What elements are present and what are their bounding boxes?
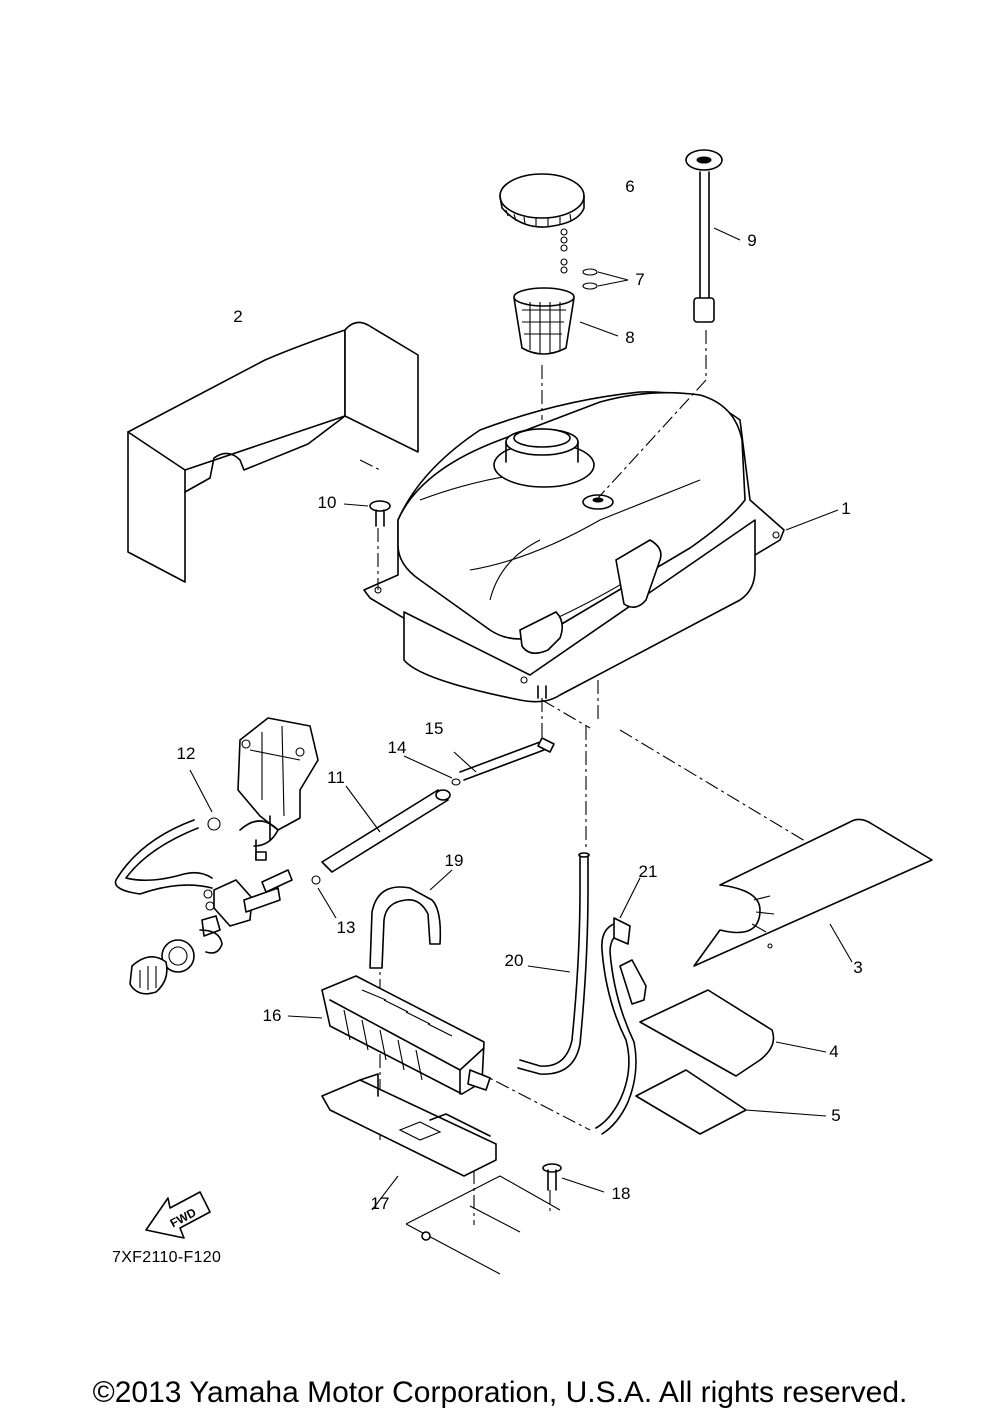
callout-21: 21 — [638, 862, 658, 881]
callout-2: 2 — [233, 307, 243, 326]
callout-17: 17 — [370, 1194, 390, 1213]
callout-5: 5 — [831, 1106, 841, 1125]
part-bolt-10 — [343, 500, 391, 527]
part-fuel-sender — [685, 149, 741, 323]
callout-9: 9 — [747, 231, 757, 250]
callout-3: 3 — [853, 958, 863, 977]
part-hoses — [517, 852, 647, 1135]
part-mat-large — [693, 818, 933, 967]
callout-6: 6 — [625, 177, 635, 196]
callout-15: 15 — [424, 719, 444, 738]
part-heat-shield — [127, 321, 419, 583]
fuel-tank-exploded-diagram: FWD — [114, 149, 933, 1275]
callout-7: 7 — [635, 270, 645, 289]
callout-14: 14 — [387, 738, 407, 757]
illustration-code: 7XF2110-F120 — [112, 1249, 222, 1266]
callout-8: 8 — [625, 328, 635, 347]
callout-18: 18 — [611, 1184, 631, 1203]
fwd-arrow-icon: FWD — [145, 1191, 211, 1239]
part-fuel-cap — [499, 173, 585, 274]
callout-16: 16 — [262, 1006, 282, 1025]
part-pad-5 — [635, 1069, 827, 1135]
part-fuel-tank — [363, 391, 839, 753]
frame-outline — [405, 1175, 561, 1275]
part-fuel-hose — [321, 741, 545, 873]
callout-1: 1 — [841, 499, 851, 518]
part-fuel-line-12 — [114, 769, 221, 895]
callout-13: 13 — [336, 918, 356, 937]
callout-4: 4 — [829, 1042, 839, 1061]
callout-11: 11 — [327, 768, 345, 787]
part-fuel-cock — [129, 869, 337, 995]
copyright-notice: ©2013 Yamaha Motor Corporation, U.S.A. A… — [92, 1376, 908, 1409]
part-strap — [369, 869, 453, 969]
callout-12: 12 — [176, 744, 196, 763]
part-pad-4 — [639, 989, 827, 1077]
callout-10: 10 — [317, 493, 337, 512]
part-carburetor-assembly — [237, 717, 319, 861]
part-fuel-strainer — [513, 287, 619, 355]
part-bracket — [321, 1073, 497, 1211]
callout-20: 20 — [504, 951, 524, 970]
callout-19: 19 — [444, 851, 464, 870]
part-canister — [287, 975, 491, 1095]
part-bolt-18 — [542, 1163, 605, 1193]
part-clips — [582, 268, 629, 290]
